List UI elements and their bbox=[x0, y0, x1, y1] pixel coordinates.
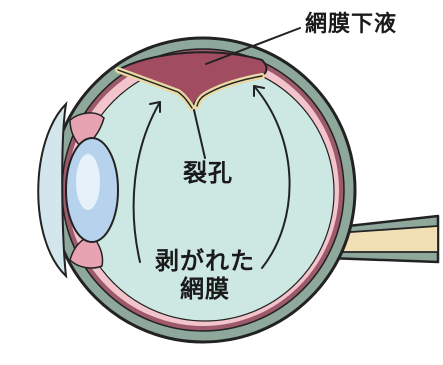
retinal-hole-label: 裂孔 bbox=[183, 160, 233, 188]
detached-retina-label-line2: 網膜 bbox=[155, 276, 255, 304]
subretinal-fluid-label: 網膜下液 bbox=[305, 12, 397, 37]
lens-highlight bbox=[76, 154, 100, 210]
detached-retina-label: 剥がれた 網膜 bbox=[155, 248, 255, 303]
cornea bbox=[38, 104, 66, 276]
detached-retina-label-line1: 剥がれた bbox=[155, 248, 255, 276]
